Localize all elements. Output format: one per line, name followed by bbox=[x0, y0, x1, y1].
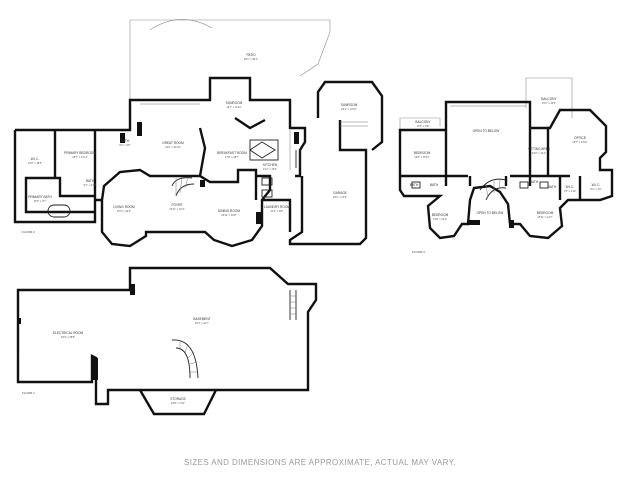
room-dims: 66'1" x 36'1" bbox=[244, 57, 258, 61]
room-name: OPEN TO BELOW bbox=[473, 129, 500, 133]
floor-label: FLOOR 1 bbox=[22, 391, 35, 395]
bathtub bbox=[47, 204, 71, 218]
room-name: BATH bbox=[530, 180, 539, 184]
room-dims: 8'1" x 4'9" bbox=[590, 187, 601, 191]
floor-2-plan: PATIO 66'1" x 36'1" SUNROOM 14'7" x 11'1… bbox=[13, 19, 384, 248]
room-dims: 9'10" x 14'1" bbox=[532, 151, 546, 155]
room-dims: 15'6" x 9'7" bbox=[34, 199, 47, 203]
room-name: BATH bbox=[548, 185, 557, 189]
room-name: BATH bbox=[410, 183, 419, 187]
room-dims: 11'4" x 9'9" bbox=[271, 209, 284, 213]
floor-2-walls bbox=[13, 76, 384, 248]
basement-stair-curve bbox=[171, 339, 199, 379]
room-name: STORAGE bbox=[170, 397, 186, 401]
room-dims: 16'9" x 19'3" bbox=[117, 209, 131, 213]
floor-1-walls bbox=[16, 266, 318, 416]
room-dims: 14'8" x 15'11" bbox=[414, 155, 430, 159]
room-name: BATH bbox=[86, 179, 95, 183]
room-name: FOYER bbox=[172, 203, 184, 207]
room-dims: 5'1" x 4'5" bbox=[119, 143, 130, 147]
room-name: SUNROOM bbox=[341, 103, 358, 107]
room-name: BATH bbox=[121, 139, 130, 143]
room-dims: 18'11" x 14'7" bbox=[537, 215, 553, 219]
room-dims: 15'11" x 16'4" bbox=[169, 207, 185, 211]
room-dims: 24'6" x 21'10" bbox=[165, 145, 181, 149]
room-name: SITTING AREA bbox=[528, 147, 551, 151]
room-name: PRIMARY BEDROOM bbox=[64, 151, 96, 155]
room-name: ELECTRICAL ROOM bbox=[53, 331, 84, 335]
balcony-outline bbox=[525, 77, 573, 118]
room-name: BATH bbox=[430, 183, 439, 187]
room-name: W.I.C. bbox=[566, 185, 575, 189]
room-dims: 7'6" x 4'10" bbox=[564, 189, 577, 193]
floor-3-walls bbox=[398, 100, 614, 240]
room-name: BEDROOM bbox=[432, 213, 449, 217]
room-dims: 17'8" x 18'7" bbox=[225, 155, 239, 159]
room-dims: 23'8" x 7'10" bbox=[171, 401, 185, 405]
room-dims: 21'1" x 15'4" bbox=[263, 167, 277, 171]
room-dims: 13'8" x 12'2" bbox=[433, 217, 447, 221]
floor-2-details bbox=[47, 103, 368, 224]
floor-1-labels: ELECTRICAL ROOM 33'4" x 28'8" BASEMENT 4… bbox=[22, 317, 211, 405]
floor-2-labels: PATIO 66'1" x 36'1" SUNROOM 14'7" x 11'1… bbox=[22, 53, 358, 234]
room-name: LAUNDRY ROOM bbox=[264, 205, 290, 209]
fireplace bbox=[137, 122, 142, 136]
room-name: LIVING ROOM bbox=[113, 205, 135, 209]
room-name: SUNROOM bbox=[226, 101, 243, 105]
staircase-curve bbox=[171, 177, 193, 187]
room-name: BASEMENT bbox=[193, 317, 211, 321]
patio-outline bbox=[129, 19, 331, 100]
room-name: PRIMARY BATH bbox=[28, 195, 52, 199]
room-name: DINING ROOM bbox=[218, 209, 240, 213]
room-name: BALCONY bbox=[541, 97, 557, 101]
floor-1-details bbox=[18, 284, 297, 380]
floor-3-details bbox=[411, 105, 549, 228]
room-dims: 13'5" x 3'8" bbox=[417, 124, 430, 128]
floor-1-plan: ELECTRICAL ROOM 33'4" x 28'8" BASEMENT 4… bbox=[16, 266, 318, 416]
room-dims: 15'7" x 14'11" bbox=[572, 140, 588, 144]
floor-3-labels: OPEN TO BELOW BALCONY 13'5" x 3'8" BALCO… bbox=[410, 97, 602, 254]
room-name: KITCHEN bbox=[263, 163, 278, 167]
room-dims: 33'4" x 28'8" bbox=[61, 335, 75, 339]
room-name: BEDROOM bbox=[537, 211, 554, 215]
disclaimer-text: SIZES AND DIMENSIONS ARE APPROXIMATE, AC… bbox=[183, 458, 457, 467]
floor-label: FLOOR 3 bbox=[412, 250, 425, 254]
floor-label: FLOOR 2 bbox=[22, 230, 35, 234]
room-dims: 34'1" x 21'6" bbox=[333, 195, 347, 199]
room-name: OFFICE bbox=[574, 136, 586, 140]
island-inner bbox=[249, 141, 276, 159]
room-dims: 19'1" x 13'10" bbox=[341, 107, 357, 111]
floor-3-plan: OPEN TO BELOW BALCONY 13'5" x 3'8" BALCO… bbox=[398, 77, 614, 254]
room-dims: 10'0" x 18'5" bbox=[28, 161, 42, 165]
room-name: GREAT ROOM bbox=[162, 141, 184, 145]
room-name: BALCONY bbox=[415, 120, 431, 124]
room-name: BEDROOM bbox=[414, 151, 431, 155]
room-dims: 18'7" x 17'11" bbox=[72, 155, 88, 159]
room-name: OPEN TO BELOW bbox=[477, 211, 504, 215]
room-name: PATIO bbox=[246, 53, 256, 57]
room-name: BREAKFAST ROOM bbox=[217, 151, 247, 155]
room-name: W.I.C. bbox=[592, 183, 601, 187]
room-dims: 46'4" x 41'7" bbox=[195, 321, 209, 325]
room-dims: 15'1" x 15'3" bbox=[542, 101, 556, 105]
room-dims: 16'11" x 16'8" bbox=[221, 213, 237, 217]
room-dims: 9'1" x 4'10" bbox=[84, 183, 97, 187]
room-name: W.I.C. bbox=[31, 157, 40, 161]
patio-arc bbox=[149, 19, 213, 31]
room-dims: 14'7" x 11'11" bbox=[226, 105, 241, 109]
room-name: GARAGE bbox=[333, 191, 347, 195]
